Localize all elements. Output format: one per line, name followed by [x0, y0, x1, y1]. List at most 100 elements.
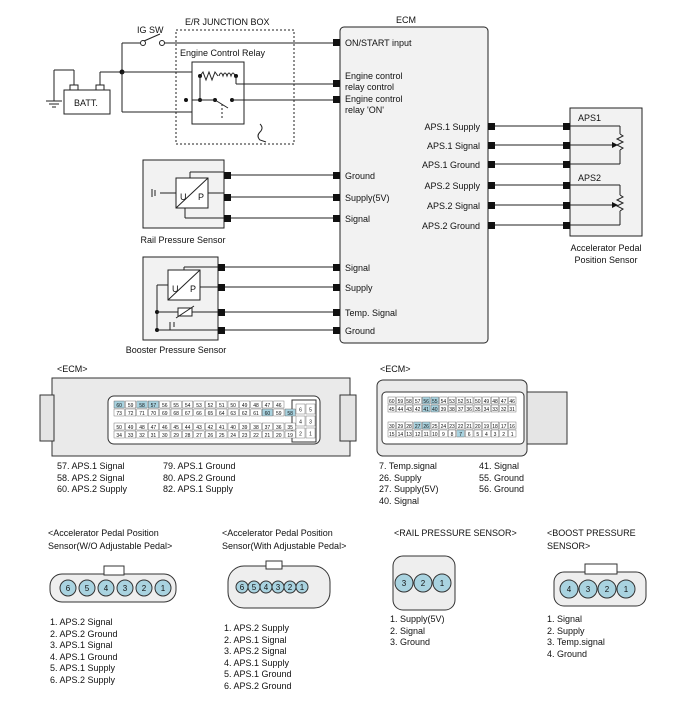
ecm-left-cell	[216, 408, 228, 417]
ecm-left-cell	[193, 408, 205, 417]
ecm-left-cell-number: 68	[173, 411, 179, 417]
c1-pin-number: 5	[85, 584, 90, 593]
legend-item: 2. APS.2 Ground	[50, 628, 118, 639]
ecm-pin-supply-boost: Supply	[345, 283, 373, 293]
ecm-right-cell-number: 20	[475, 424, 481, 430]
ecm-right-cell-number: 8	[451, 432, 454, 438]
ecm-right-cell	[405, 429, 414, 438]
ecm-right-cell-number: 43	[406, 407, 412, 413]
rail-pressure-sensor: U P Rail Pressure Sensor	[140, 159, 333, 245]
c4-pin-number: 4	[567, 585, 572, 594]
ecm-left-cell-number: 59	[276, 411, 282, 417]
ecm-pin-aps1-ground: APS.1 Ground	[422, 160, 480, 170]
ecm-left-cell	[204, 430, 216, 439]
connector-aps-with-adjustable: <Accelerator Pedal Position Sensor(With …	[222, 528, 346, 609]
ecm-left-cell	[216, 400, 228, 409]
aps2-label: APS2	[578, 173, 601, 183]
ecm-right-cell-number: 48	[492, 399, 498, 405]
ecm-left-cell-number: 44	[185, 425, 191, 431]
ecm-right-cell-number: 50	[475, 399, 481, 405]
ecm-left-cell	[159, 400, 171, 409]
ecm-right-legend-col1: 7. Temp.signal 26. Supply 27. Supply(5V)…	[379, 461, 439, 507]
ecm-right-cell	[405, 404, 414, 413]
c2-pin-number: 2	[288, 583, 293, 592]
rail-sensor-label: Rail Pressure Sensor	[140, 235, 225, 245]
ecm-left-cell	[216, 430, 228, 439]
ecm-right-cell	[465, 396, 474, 405]
ecm-right-cell-number: 26	[423, 424, 429, 430]
ecm-left-cell-number: 57	[151, 403, 157, 409]
ecm-right-cell-number: 54	[441, 399, 447, 405]
ignition-switch: IG SW	[119, 25, 340, 113]
ecm-right-cell-number: 45	[389, 407, 395, 413]
legend-item: 57. APS.1 Signal	[57, 461, 125, 471]
ecm-right-cell	[422, 429, 431, 438]
c4-legend: 1. Signal 2. Supply 3. Temp.signal 4. Gr…	[547, 614, 605, 660]
ecm-pin-aps2-ground: APS.2 Ground	[422, 221, 480, 231]
ecm-right-cell-number: 30	[389, 424, 395, 430]
legend-item: 3. APS.2 Signal	[224, 646, 287, 657]
ecm-left-side-cell	[305, 427, 316, 439]
ecm-right-cell-number: 57	[415, 399, 421, 405]
ecm-left-cell-number: 46	[162, 425, 168, 431]
ecm-left-cell-number: 25	[219, 433, 225, 439]
ecm-right-cell	[508, 396, 517, 405]
ecm-left-cell-number: 50	[116, 425, 122, 431]
legend-item: 80. APS.2 Ground	[163, 472, 236, 483]
ecm-right-cell	[413, 404, 422, 413]
legend-item: 55. Ground	[479, 472, 525, 483]
c1-pin-number: 1	[161, 584, 166, 593]
legend-item: 1. Supply(5V)	[390, 614, 445, 624]
ecm-right-cell-number: 7	[459, 432, 462, 438]
ecm-right-cell	[396, 429, 405, 438]
ecm-right-cell	[439, 404, 448, 413]
ecm-left-cell-number: 66	[196, 411, 202, 417]
ecm-left-cell-number: 52	[208, 403, 214, 409]
c4-title-2: SENSOR>	[547, 541, 590, 551]
ecm-left-cell	[125, 430, 137, 439]
ecm-right-cell	[387, 421, 396, 430]
ecm-left-cell-number: 30	[162, 433, 168, 439]
rail-u-label: U	[180, 192, 187, 202]
ecm-right-cell	[422, 396, 431, 405]
ecm-right-cell	[396, 421, 405, 430]
ecm-left-side-cell	[295, 403, 306, 415]
c1-pin-3	[116, 579, 134, 597]
junction-box: E/R JUNCTION BOX Engine Control Relay	[175, 17, 340, 145]
ecm-right-cell	[499, 421, 508, 430]
ecm-right-cell-number: 2	[502, 432, 505, 438]
ecm-left-legend-col2: 79. APS.1 Ground 80. APS.2 Ground 82. AP…	[163, 461, 236, 496]
ecm-right-cell	[405, 396, 414, 405]
ecm-left-cell-number: 24	[230, 433, 236, 439]
ecm-right-cell-number: 44	[398, 407, 404, 413]
ecm-left-cell-number: 33	[128, 433, 134, 439]
c3-pin-2	[413, 573, 433, 593]
ecm-left-cell	[193, 422, 205, 431]
c4-pin-number: 1	[624, 585, 629, 594]
ecm-pin-on-start: ON/START input	[345, 38, 412, 48]
c2-pin-1	[295, 580, 309, 594]
ecm-left-cell-number: 48	[139, 425, 145, 431]
ecm-right-cell	[491, 404, 500, 413]
c2-pin-number: 1	[300, 583, 305, 592]
c3-pin-3	[394, 573, 414, 593]
ecm-left-cell	[250, 430, 262, 439]
ecm-left-cell-number: 47	[265, 403, 271, 409]
c1-pin-5	[78, 579, 96, 597]
c2-pin-number: 4	[264, 583, 269, 592]
ecm-left-cell	[193, 400, 205, 409]
c3-pin-number: 3	[402, 579, 407, 588]
ecm-left-cell	[239, 430, 250, 439]
ecm-left-cell	[170, 400, 182, 409]
legend-item: 58. APS.2 Signal	[57, 472, 125, 483]
ecm-left-cell-number: 55	[173, 403, 179, 409]
legend-item: 27. Supply(5V)	[379, 484, 439, 495]
ecm-left-cell-number: 20	[276, 433, 282, 439]
ecm-right-cell-number: 49	[484, 399, 490, 405]
ecm-right-cell	[465, 404, 474, 413]
ecm-pin-ground-boost: Ground	[345, 326, 375, 336]
legend-item: 6. APS.2 Supply	[50, 674, 116, 685]
